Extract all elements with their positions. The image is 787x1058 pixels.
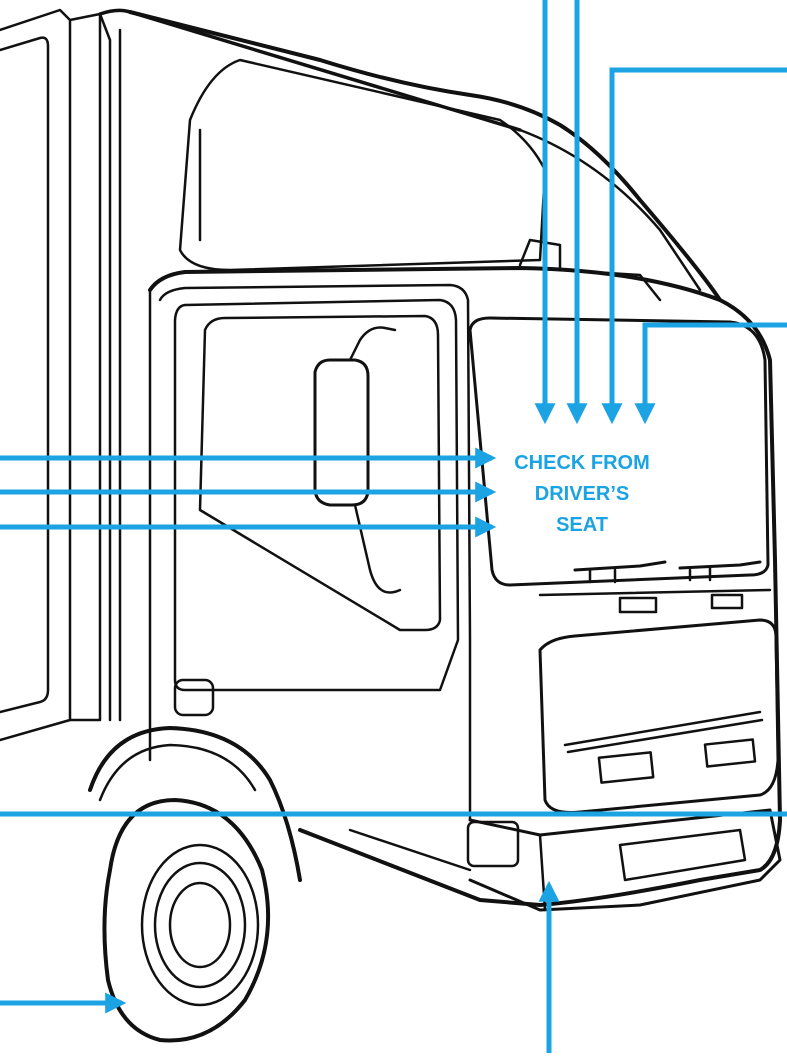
callout-line-1: CHECK FROM: [514, 452, 650, 474]
arrow-down-4: [634, 322, 787, 425]
callout-line-3: SEAT: [556, 514, 608, 536]
windscreen: [468, 316, 770, 587]
wipers: [573, 560, 762, 584]
arrow-down-3: [601, 67, 787, 425]
cargo-box: [0, 8, 522, 742]
front-bumper: [348, 808, 782, 912]
cab-body: [148, 266, 782, 907]
callout-line-2: DRIVER’S: [534, 483, 630, 505]
roof-deflector: [128, 10, 722, 302]
check-from-drivers-seat-label: CHECK FROM DRIVER’S SEAT: [482, 448, 682, 541]
wheel: [88, 726, 302, 1043]
front-panel: [538, 588, 780, 814]
